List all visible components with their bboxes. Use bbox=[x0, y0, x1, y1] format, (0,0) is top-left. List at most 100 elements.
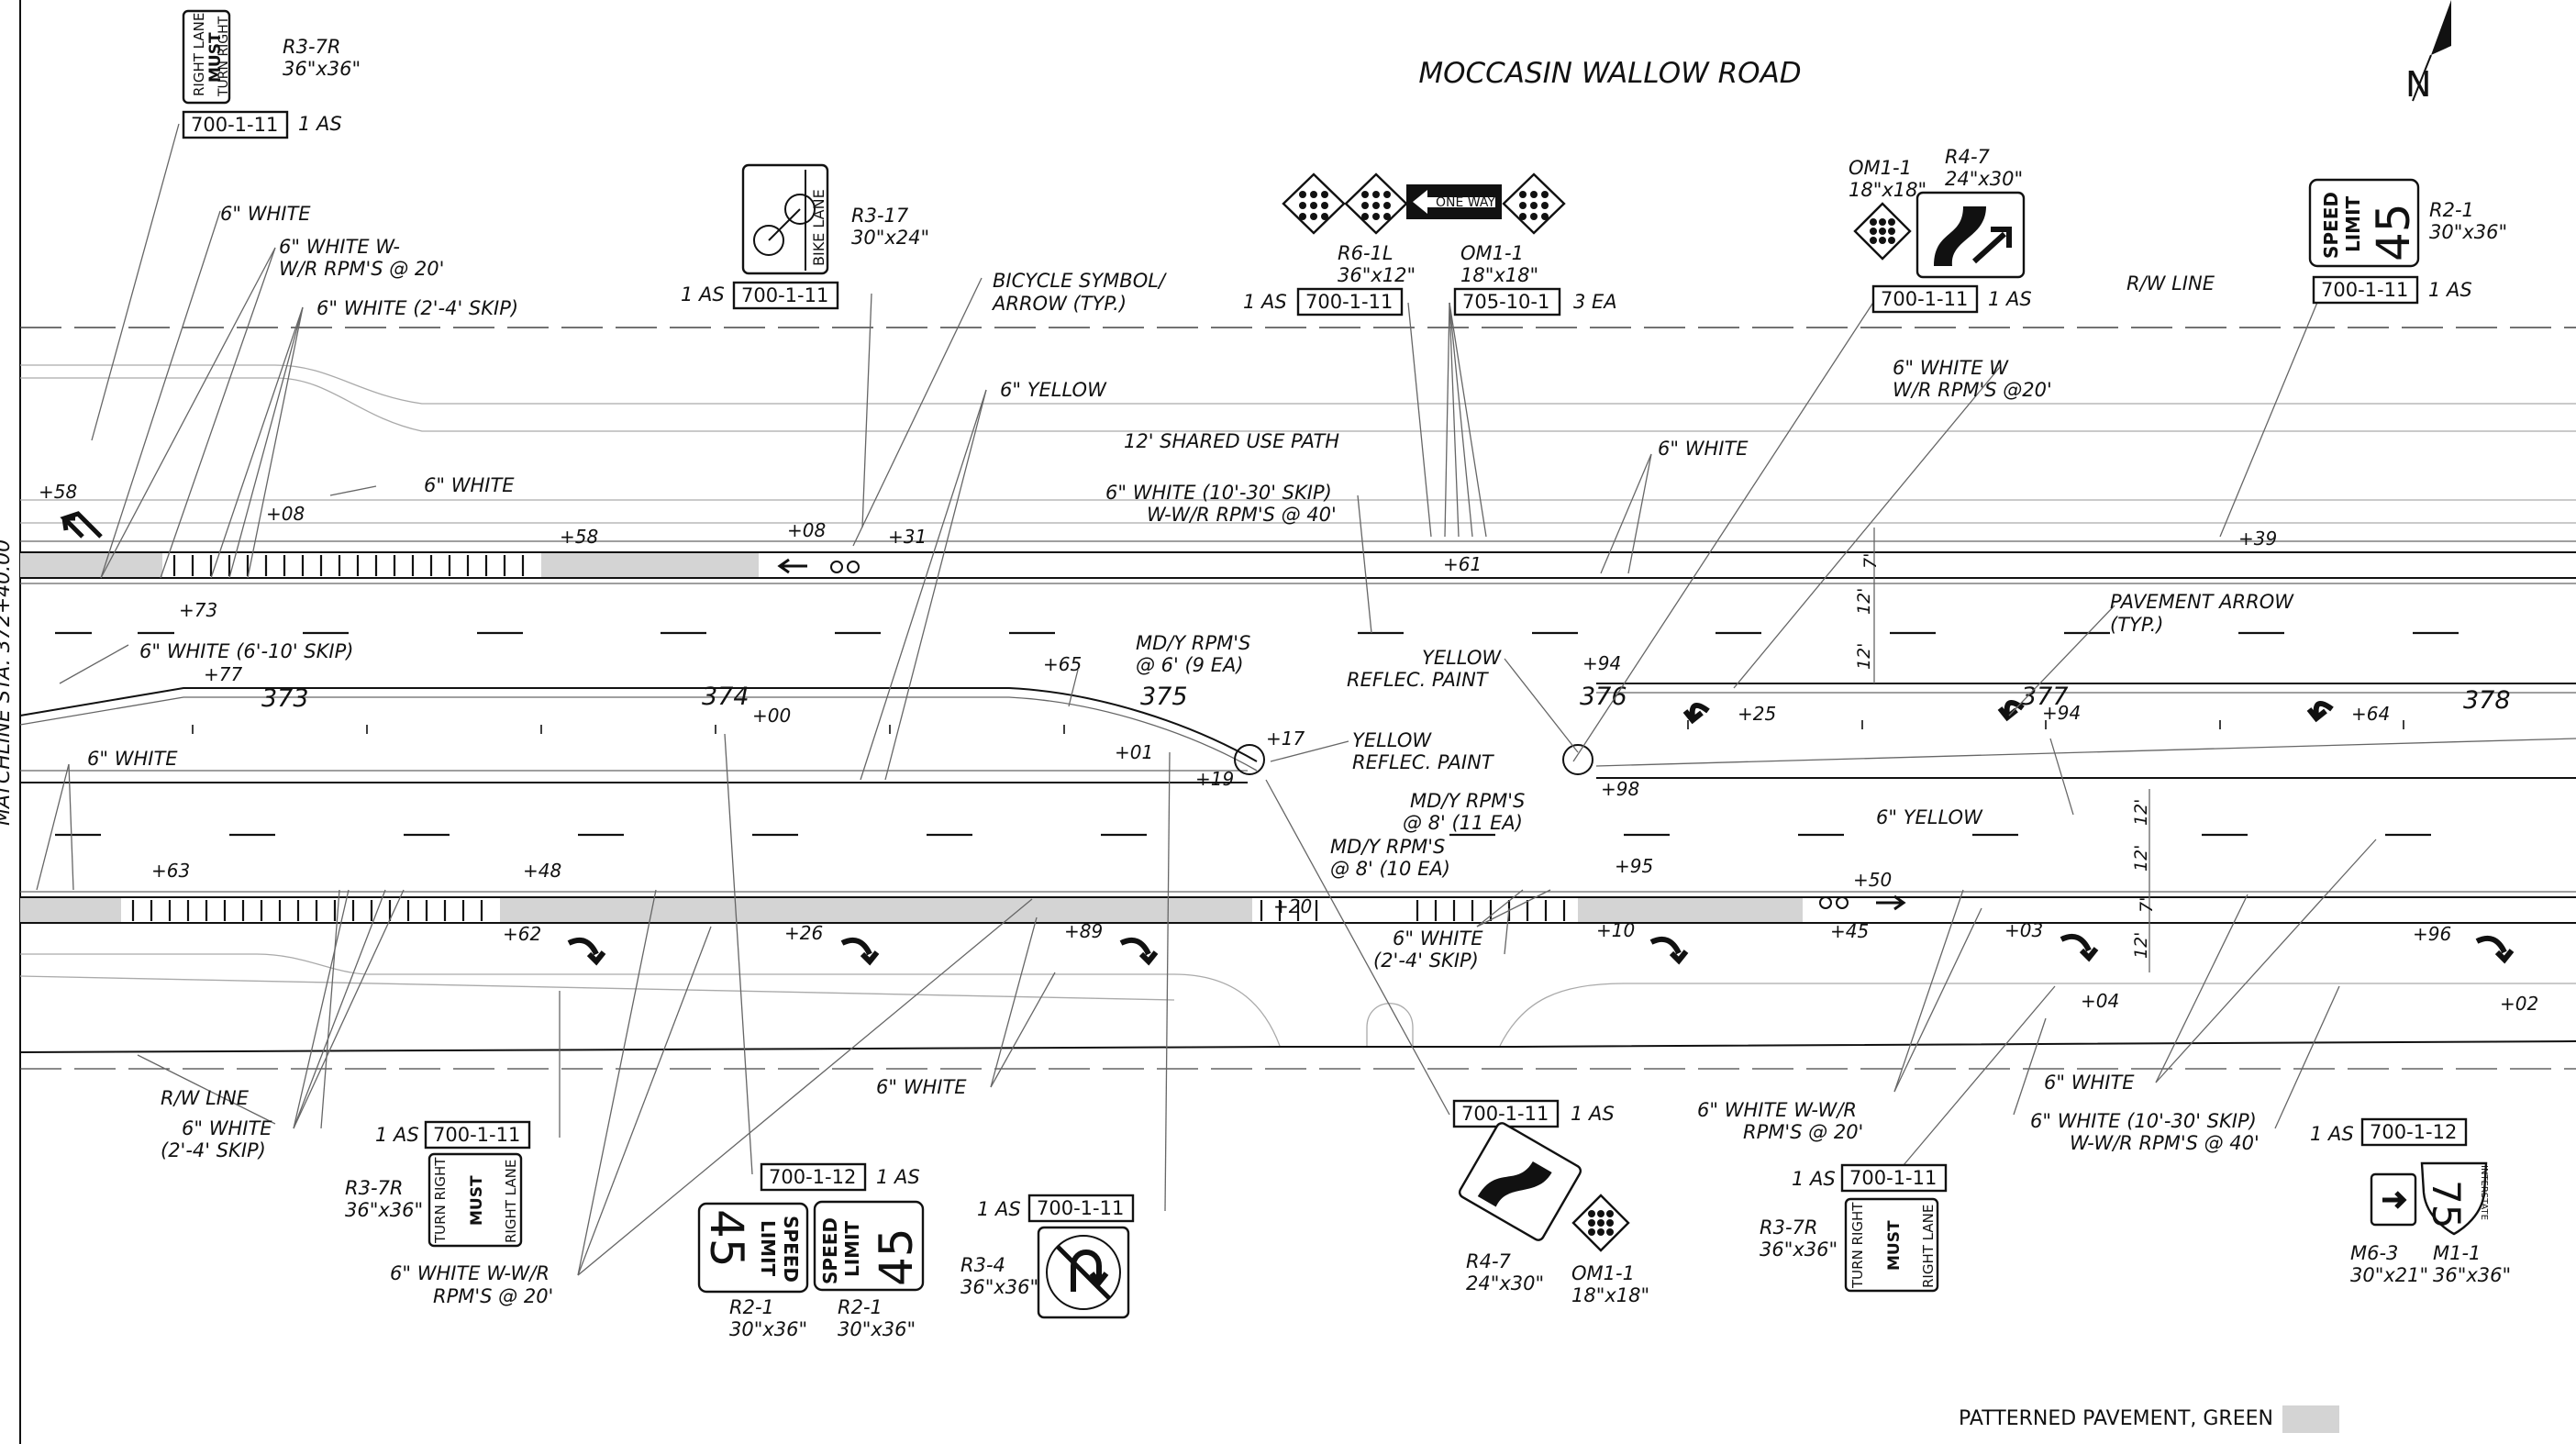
svg-text:36"x36": 36"x36" bbox=[2433, 1264, 2511, 1286]
svg-text:700-1-11: 700-1-11 bbox=[191, 114, 278, 136]
svg-text:R3-7R: R3-7R bbox=[1760, 1216, 1817, 1239]
right-turn-arrow-icon bbox=[567, 938, 606, 966]
svg-text:700-1-11: 700-1-11 bbox=[1305, 291, 1393, 313]
station-376: 376 bbox=[1580, 683, 1627, 711]
station-373: 373 bbox=[261, 684, 309, 713]
svg-text:1 AS: 1 AS bbox=[375, 1124, 419, 1146]
left-turn-arrow-icon bbox=[2306, 700, 2334, 723]
svg-text:PAVEMENT ARROW: PAVEMENT ARROW bbox=[2110, 591, 2294, 613]
svg-text:18"x18": 18"x18" bbox=[1849, 179, 1926, 201]
svg-text:RPM'S @ 20': RPM'S @ 20' bbox=[1743, 1121, 1863, 1143]
svg-text:1 AS: 1 AS bbox=[1571, 1103, 1615, 1125]
svg-text:+63: +63 bbox=[151, 860, 190, 882]
svg-text:12': 12' bbox=[1854, 643, 1874, 670]
svg-text:@ 8' (11 EA): @ 8' (11 EA) bbox=[1403, 812, 1523, 834]
svg-text:OM1-1: OM1-1 bbox=[1849, 157, 1912, 179]
svg-text:LIMIT: LIMIT bbox=[757, 1220, 779, 1277]
svg-text:30"x36": 30"x36" bbox=[2429, 221, 2507, 243]
svg-text:LIMIT: LIMIT bbox=[841, 1220, 863, 1277]
bicycle-symbol-icon bbox=[1819, 896, 1849, 909]
svg-text:+94: +94 bbox=[1582, 652, 1621, 674]
svg-text:1 AS: 1 AS bbox=[876, 1166, 920, 1188]
svg-text:W/R RPM'S @ 20': W/R RPM'S @ 20' bbox=[279, 258, 444, 280]
annotations: 6" WHITE 6" WHITE W- W/R RPM'S @ 20' 6" … bbox=[87, 203, 2294, 1307]
svg-text:INTERSTATE: INTERSTATE bbox=[2479, 1165, 2489, 1220]
bike-arrow-icon bbox=[1876, 894, 1906, 911]
svg-text:+10: +10 bbox=[1596, 919, 1635, 941]
north-arrow-icon: N bbox=[2405, 0, 2451, 105]
svg-text:30"x36": 30"x36" bbox=[838, 1318, 916, 1340]
left-turn-arrow-icon bbox=[1682, 702, 1710, 725]
svg-text:YELLOW: YELLOW bbox=[1352, 729, 1432, 751]
svg-text:(2'-4' SKIP): (2'-4' SKIP) bbox=[161, 1139, 266, 1161]
svg-text:6" WHITE: 6" WHITE bbox=[87, 748, 178, 770]
sign-m6-3-m1-1: INTERSTATE 75 M6-3 30"x21" M1-1 36"x36" bbox=[2350, 1161, 2511, 1286]
svg-text:1 AS: 1 AS bbox=[2310, 1123, 2354, 1145]
svg-text:MUST: MUST bbox=[468, 1175, 486, 1226]
south-rw-line bbox=[19, 1040, 2576, 1053]
svg-text:700-1-11: 700-1-11 bbox=[2321, 279, 2408, 301]
svg-text:6" WHITE: 6" WHITE bbox=[1658, 438, 1749, 460]
svg-text:M1-1: M1-1 bbox=[2433, 1242, 2481, 1264]
svg-text:1 AS: 1 AS bbox=[1988, 288, 2032, 310]
svg-text:700-1-11: 700-1-11 bbox=[1461, 1103, 1549, 1125]
svg-text:PATTERNED PAVEMENT, GREEN: PATTERNED PAVEMENT, GREEN bbox=[1959, 1407, 2273, 1430]
svg-text:6" WHITE W: 6" WHITE W bbox=[1893, 357, 2009, 379]
svg-text:+64: +64 bbox=[2351, 703, 2390, 725]
svg-text:SPEED: SPEED bbox=[819, 1217, 841, 1284]
svg-text:6" WHITE: 6" WHITE bbox=[1393, 927, 1483, 950]
interstate-shield-icon bbox=[2420, 1161, 2488, 1236]
station-numbers: 373 374 375 376 377 378 bbox=[261, 683, 2511, 715]
legend-swatch bbox=[2282, 1405, 2339, 1433]
keep-right-icon bbox=[1934, 206, 1986, 266]
svg-text:BICYCLE SYMBOL/: BICYCLE SYMBOL/ bbox=[993, 270, 1167, 292]
svg-text:TURN RIGHT: TURN RIGHT bbox=[1849, 1202, 1866, 1289]
svg-text:+03: +03 bbox=[2004, 919, 2043, 941]
svg-text:LIMIT: LIMIT bbox=[2342, 195, 2364, 252]
svg-text:+73: +73 bbox=[179, 599, 217, 621]
svg-text:REFLEC. PAINT: REFLEC. PAINT bbox=[1352, 751, 1495, 773]
svg-text:18"x18": 18"x18" bbox=[1460, 264, 1538, 286]
svg-text:36"x36": 36"x36" bbox=[1760, 1239, 1838, 1261]
sign-r6-1l-cluster: ONE WAY R6-1L 36"x12" OM1-1 18"x18" bbox=[1282, 172, 1566, 286]
svg-text:6" WHITE: 6" WHITE bbox=[2044, 1072, 2135, 1094]
svg-text:+01: +01 bbox=[1115, 741, 1153, 763]
svg-text:MUST: MUST bbox=[1885, 1220, 1904, 1271]
bicycle-symbol-icon bbox=[830, 561, 860, 573]
svg-text:1 AS: 1 AS bbox=[1243, 291, 1287, 313]
svg-text:6" WHITE (10'-30' SKIP): 6" WHITE (10'-30' SKIP) bbox=[2030, 1110, 2257, 1132]
svg-text:36"x36": 36"x36" bbox=[345, 1199, 423, 1221]
svg-text:45: 45 bbox=[870, 1227, 923, 1286]
svg-text:12': 12' bbox=[2131, 845, 2151, 872]
roadway bbox=[19, 327, 2576, 1070]
green-bike-lane-south-2 bbox=[500, 898, 1252, 922]
svg-text:+39: +39 bbox=[2238, 528, 2277, 550]
svg-text:R3-7R: R3-7R bbox=[345, 1177, 403, 1199]
station-375: 375 bbox=[1140, 683, 1188, 711]
leader-lines bbox=[36, 123, 2377, 1276]
svg-text:MD/Y RPM'S: MD/Y RPM'S bbox=[1330, 836, 1445, 858]
svg-text:+95: +95 bbox=[1615, 855, 1653, 877]
svg-text:MD/Y RPM'S: MD/Y RPM'S bbox=[1136, 632, 1250, 654]
svg-text:R4-7: R4-7 bbox=[1466, 1250, 1512, 1272]
svg-text:+62: +62 bbox=[503, 923, 541, 945]
dimensions: 7' 12' 12' 12' 12' 7' 12' bbox=[1854, 528, 2157, 972]
right-turn-arrow-icon bbox=[2475, 936, 2515, 964]
svg-text:+04: +04 bbox=[2081, 990, 2119, 1012]
right-turn-arrow-icon bbox=[840, 938, 880, 966]
svg-text:+25: +25 bbox=[1738, 703, 1776, 725]
svg-text:700-1-11: 700-1-11 bbox=[1881, 288, 1968, 310]
svg-text:+65: +65 bbox=[1043, 653, 1082, 675]
plan-title: MOCCASIN WALLOW ROAD bbox=[1418, 57, 1801, 90]
svg-text:700-1-12: 700-1-12 bbox=[2370, 1121, 2457, 1143]
svg-text:+48: +48 bbox=[523, 860, 561, 882]
svg-text:6" WHITE: 6" WHITE bbox=[220, 203, 311, 225]
pay-item-tags: 700-1-11 1 AS 1 AS 700-1-11 1 AS 700-1-1… bbox=[182, 110, 2472, 1223]
svg-text:6" WHITE (6'-10' SKIP): 6" WHITE (6'-10' SKIP) bbox=[139, 640, 353, 662]
svg-text:700-1-11: 700-1-11 bbox=[433, 1124, 520, 1146]
svg-text:R4-7: R4-7 bbox=[1945, 146, 1991, 168]
svg-text:RIGHT LANE: RIGHT LANE bbox=[1920, 1205, 1937, 1288]
right-turn-arrow-icon bbox=[1649, 937, 1689, 965]
station-378: 378 bbox=[2463, 686, 2511, 715]
svg-text:R/W LINE: R/W LINE bbox=[2126, 272, 2215, 294]
